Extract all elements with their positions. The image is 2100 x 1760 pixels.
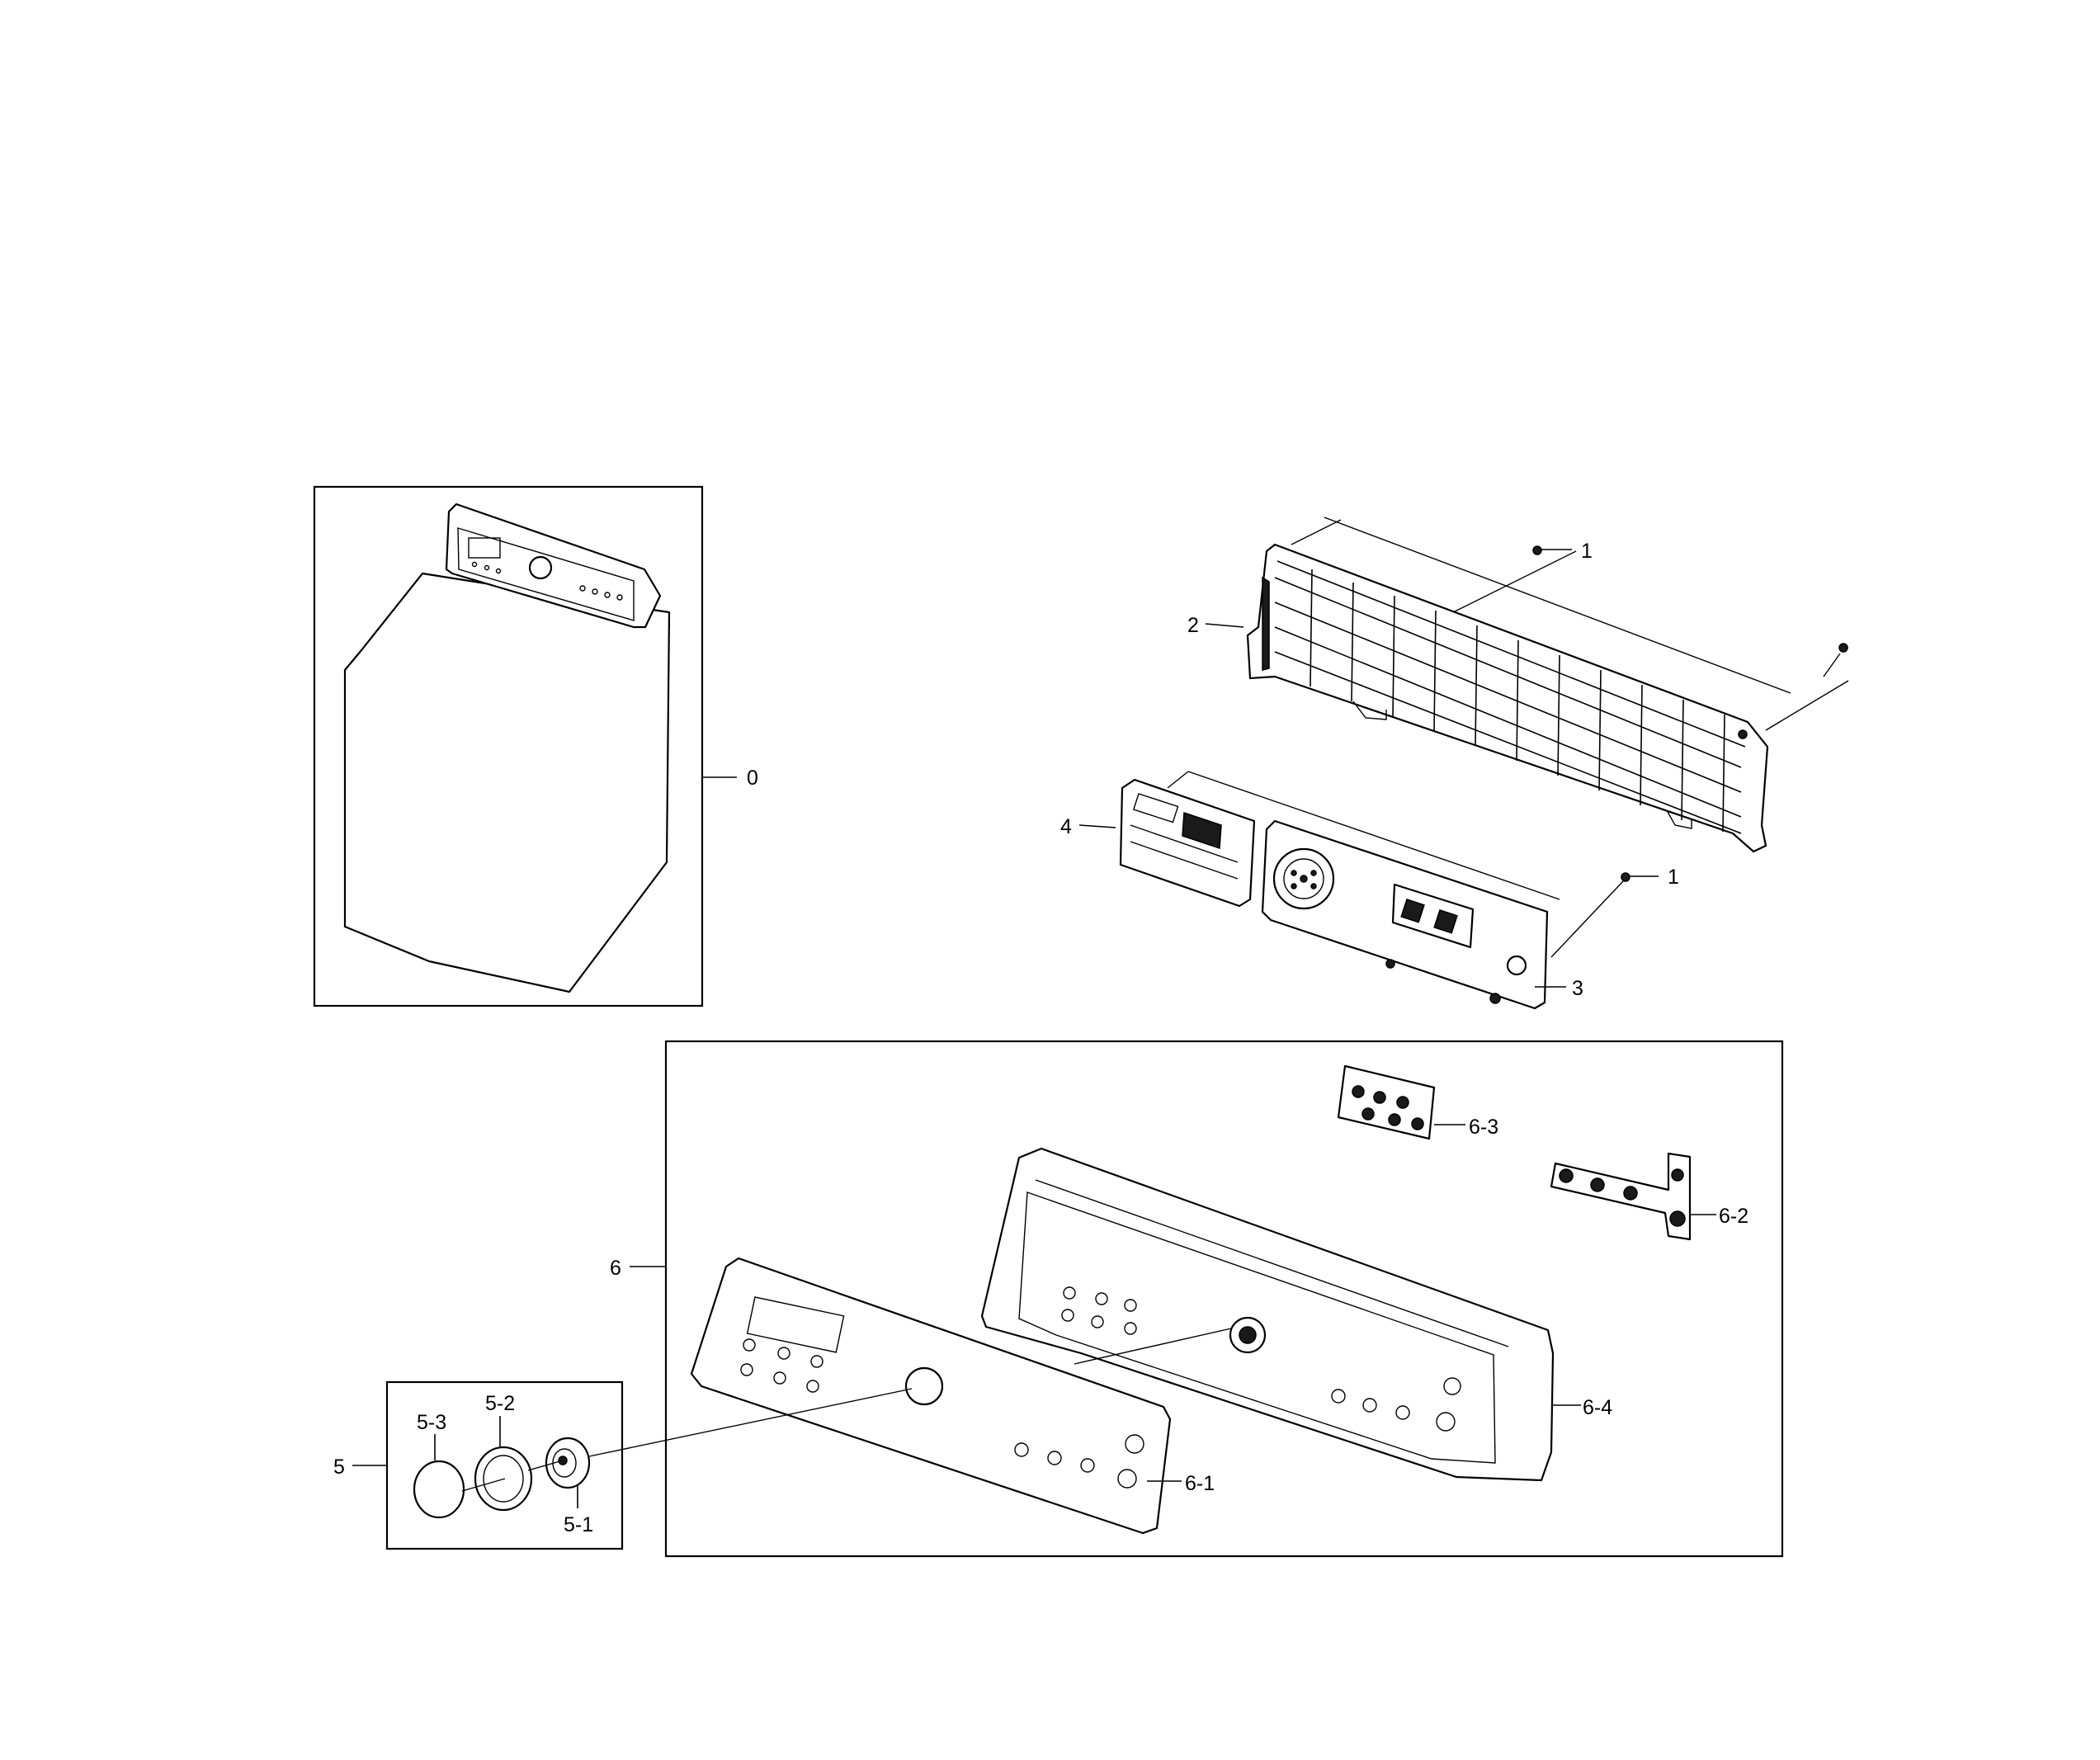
screw-icon bbox=[1621, 872, 1630, 882]
screw-icon bbox=[1532, 545, 1542, 555]
part-5-2-knob-ring: 5-2 bbox=[474, 1392, 533, 1512]
part-6-3-key-pcb: 6-3 bbox=[1337, 1064, 1498, 1140]
part-4-sub-pcb: 4 bbox=[1060, 771, 1560, 908]
label-4: 4 bbox=[1060, 815, 1072, 838]
label-6-2: 6-2 bbox=[1719, 1205, 1748, 1228]
label-5-3: 5-3 bbox=[417, 1411, 446, 1434]
label-6-4: 6-4 bbox=[1583, 1396, 1612, 1419]
part-5-1-knob-base: 5-1 bbox=[545, 1437, 593, 1536]
knob-assembly-frame bbox=[385, 1380, 624, 1550]
part-6-4-panel-housing: 6-4 bbox=[980, 1147, 1612, 1482]
label-6-3: 6-3 bbox=[1469, 1116, 1498, 1139]
label-5: 5 bbox=[333, 1456, 345, 1479]
label-0: 0 bbox=[747, 767, 758, 790]
part-6-1-panel-overlay: 6-1 bbox=[690, 1257, 1232, 1535]
connector-block bbox=[1182, 811, 1222, 850]
washer-overview-frame bbox=[313, 485, 704, 1007]
washer-overview-group: 0 bbox=[313, 485, 758, 1007]
label-6-1: 6-1 bbox=[1185, 1472, 1215, 1495]
label-2: 2 bbox=[1187, 614, 1199, 637]
part-6-2-key-pcb: 6-2 bbox=[1550, 1152, 1748, 1241]
label-5-1: 5-1 bbox=[564, 1513, 593, 1536]
screw-icon bbox=[1838, 643, 1848, 653]
label-1-bottom: 1 bbox=[1668, 866, 1679, 889]
knob-assembly-group: 5 5-3 5-2 5-1 bbox=[333, 1380, 913, 1550]
label-1-top: 1 bbox=[1581, 540, 1593, 563]
part-3-main-pcb: 3 bbox=[1261, 819, 1583, 1010]
control-panel-group: 6 6-3 6-2 bbox=[610, 1040, 1784, 1558]
part-2-frame-grille: 2 bbox=[1187, 517, 1849, 853]
control-panel-frame bbox=[664, 1040, 1784, 1558]
label-3: 3 bbox=[1572, 977, 1583, 1000]
washer-illustration bbox=[343, 503, 671, 993]
label-6: 6 bbox=[610, 1257, 621, 1280]
label-5-2: 5-2 bbox=[485, 1392, 515, 1415]
grille-mesh bbox=[1274, 560, 1746, 834]
part-1-screws: 1 1 bbox=[1532, 540, 1848, 958]
part-5-3-knob-cap: 5-3 bbox=[413, 1411, 465, 1519]
